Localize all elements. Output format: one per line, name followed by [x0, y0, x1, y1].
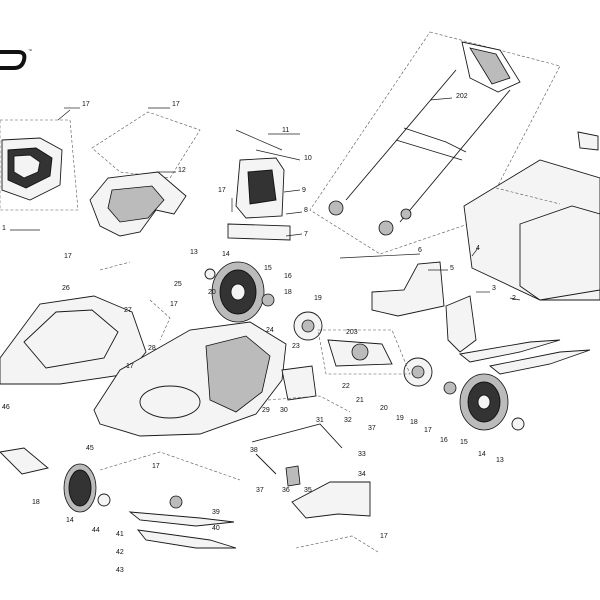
callout-label: 6 [418, 247, 422, 254]
callout-label: 35 [304, 487, 312, 494]
callout-label: 44 [92, 527, 100, 534]
callout-label: 14 [66, 517, 74, 524]
callout-label: 24 [266, 327, 274, 334]
callout-label: 14 [478, 451, 486, 458]
callout-label: 45 [86, 445, 94, 452]
callout-label: 202 [456, 93, 468, 100]
grass-catcher [463, 159, 600, 301]
callout-label: 25 [174, 281, 182, 288]
rear-guard [291, 481, 371, 519]
callout-label: 36 [282, 487, 290, 494]
brand-logo: ™ [0, 48, 32, 70]
callout-label: 17 [424, 427, 432, 434]
callout-label: 28 [148, 345, 156, 352]
callout-label: 17 [126, 363, 134, 370]
callout-label: 18 [32, 499, 40, 506]
callout-label: 9 [302, 187, 306, 194]
callout-label: 15 [264, 265, 272, 272]
wheel-rear-right [459, 373, 509, 431]
callout-label: 17 [64, 253, 72, 260]
callout-label: 33 [358, 451, 366, 458]
callout-label: 29 [262, 407, 270, 414]
callout-label: 5 [450, 265, 454, 272]
chute-deflectors [371, 261, 477, 353]
callout-label: 20 [208, 289, 216, 296]
callout-label: 17 [82, 101, 90, 108]
callout-label: 13 [190, 249, 198, 256]
callout-label: 41 [116, 531, 124, 538]
callout-label: 15 [460, 439, 468, 446]
callout-label: 18 [410, 419, 418, 426]
callout-label: 37 [256, 487, 264, 494]
callout-label: 22 [342, 383, 350, 390]
callout-label: 8 [304, 207, 308, 214]
callout-label: 42 [116, 549, 124, 556]
top-cover [0, 295, 147, 385]
wheel-gears [97, 268, 525, 507]
callout-label: 17 [170, 301, 178, 308]
callout-label: 17 [152, 463, 160, 470]
callout-label: 23 [292, 343, 300, 350]
callout-label: 31 [316, 417, 324, 424]
rear-flap [227, 129, 291, 241]
callout-label: 17 [218, 187, 226, 194]
callout-label: 14 [222, 251, 230, 258]
height-adjust-rod [0, 423, 343, 487]
callout-label: 13 [496, 457, 504, 464]
callout-label: 11 [282, 127, 289, 134]
wheel-front-lower [63, 463, 97, 513]
callout-label: 39 [212, 509, 220, 516]
callout-label: 34 [358, 471, 366, 478]
upper-cover-group [89, 111, 201, 237]
callout-label: 3 [492, 285, 496, 292]
callout-label: 203 [346, 329, 358, 336]
leader-lines [64, 97, 521, 301]
handle-assembly [309, 31, 599, 255]
callout-label: 19 [396, 415, 404, 422]
callout-label: 27 [124, 307, 132, 314]
callout-label: 20 [380, 405, 388, 412]
callout-label: 40 [212, 525, 220, 532]
blades [128, 339, 591, 549]
callout-label: 30 [280, 407, 288, 414]
hardware-dashed-guides [99, 261, 379, 553]
callout-label: 16 [440, 437, 448, 444]
mower-deck [93, 321, 287, 437]
callout-label: 10 [304, 155, 312, 162]
callout-label: 4 [476, 245, 480, 252]
callout-label: 26 [62, 285, 70, 292]
callout-label: 18 [284, 289, 292, 296]
callout-label: 19 [314, 295, 322, 302]
callout-label: 12 [178, 167, 186, 174]
callout-label: 1 [2, 225, 6, 232]
callout-label: 17 [380, 533, 388, 540]
callout-label: 37 [368, 425, 376, 432]
callout-label: 21 [356, 397, 364, 404]
callout-label: 38 [250, 447, 258, 454]
callout-label: 7 [304, 231, 308, 238]
battery-pack [0, 109, 79, 231]
svg-text:™: ™ [28, 48, 32, 53]
motor-assembly [281, 329, 411, 401]
callout-label: 17 [172, 101, 180, 108]
callout-label: 46 [2, 404, 10, 411]
callout-label: 2 [512, 295, 516, 302]
wheel-front-left [211, 261, 265, 323]
callout-label: 43 [116, 567, 124, 574]
callout-label: 32 [344, 417, 352, 424]
callout-label: 16 [284, 273, 292, 280]
